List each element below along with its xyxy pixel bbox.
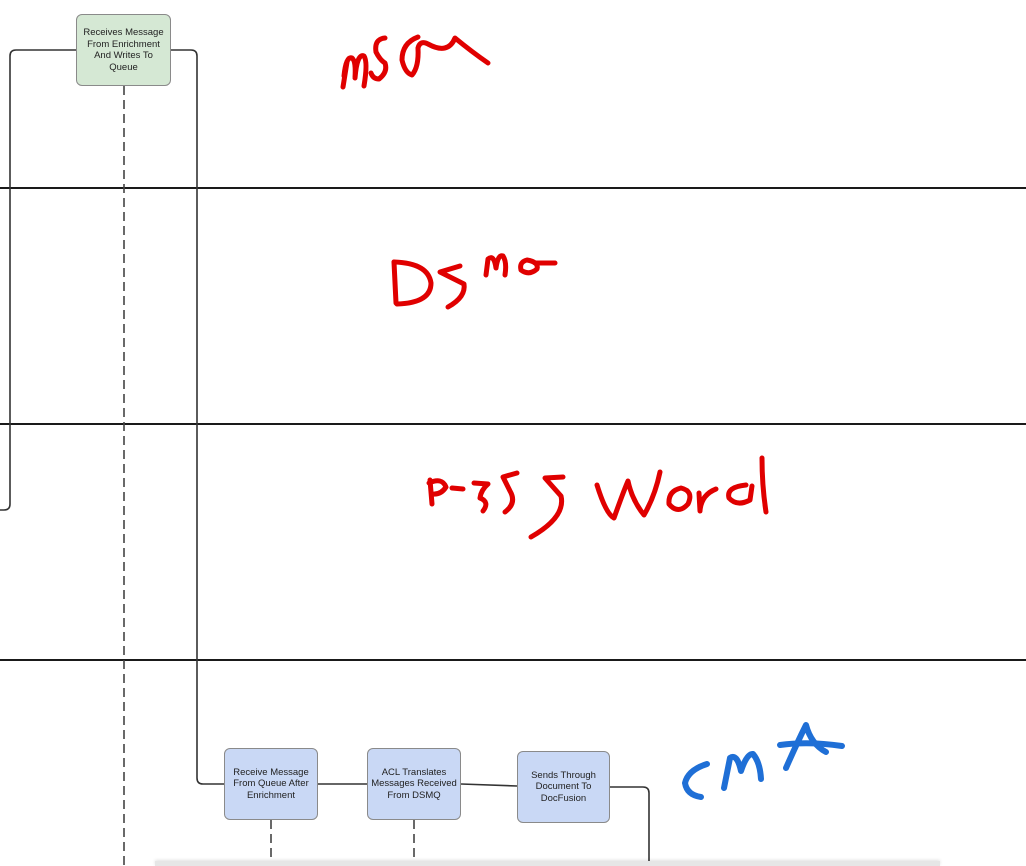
node-acl-translates-label: ACL Translates Messages Received From DS…	[371, 766, 457, 801]
handwritten-cma	[682, 722, 845, 800]
handwritten-password	[426, 455, 769, 540]
connector-acl-to-sends	[460, 783, 518, 787]
connector-left-loop	[0, 49, 76, 511]
node-sends-through[interactable]: Sends Through Document To DocFusion	[517, 751, 610, 823]
node-receive-from-queue-label: Receive Message From Queue After Enrichm…	[233, 766, 309, 801]
handwritten-msg	[340, 34, 491, 90]
connector-receives-to-queue	[171, 49, 224, 785]
node-receives-message-label: Receives Message From Enrichment And Wri…	[83, 27, 164, 73]
node-sends-through-label: Sends Through Document To DocFusion	[531, 769, 596, 804]
node-receives-message[interactable]: Receives Message From Enrichment And Wri…	[76, 14, 171, 86]
connector-sends-out	[610, 786, 650, 866]
node-acl-translates[interactable]: ACL Translates Messages Received From DS…	[367, 748, 461, 820]
handwritten-dsmq	[391, 253, 558, 310]
node-receive-from-queue[interactable]: Receive Message From Queue After Enrichm…	[224, 748, 318, 820]
bottom-panel-edge	[155, 861, 940, 866]
